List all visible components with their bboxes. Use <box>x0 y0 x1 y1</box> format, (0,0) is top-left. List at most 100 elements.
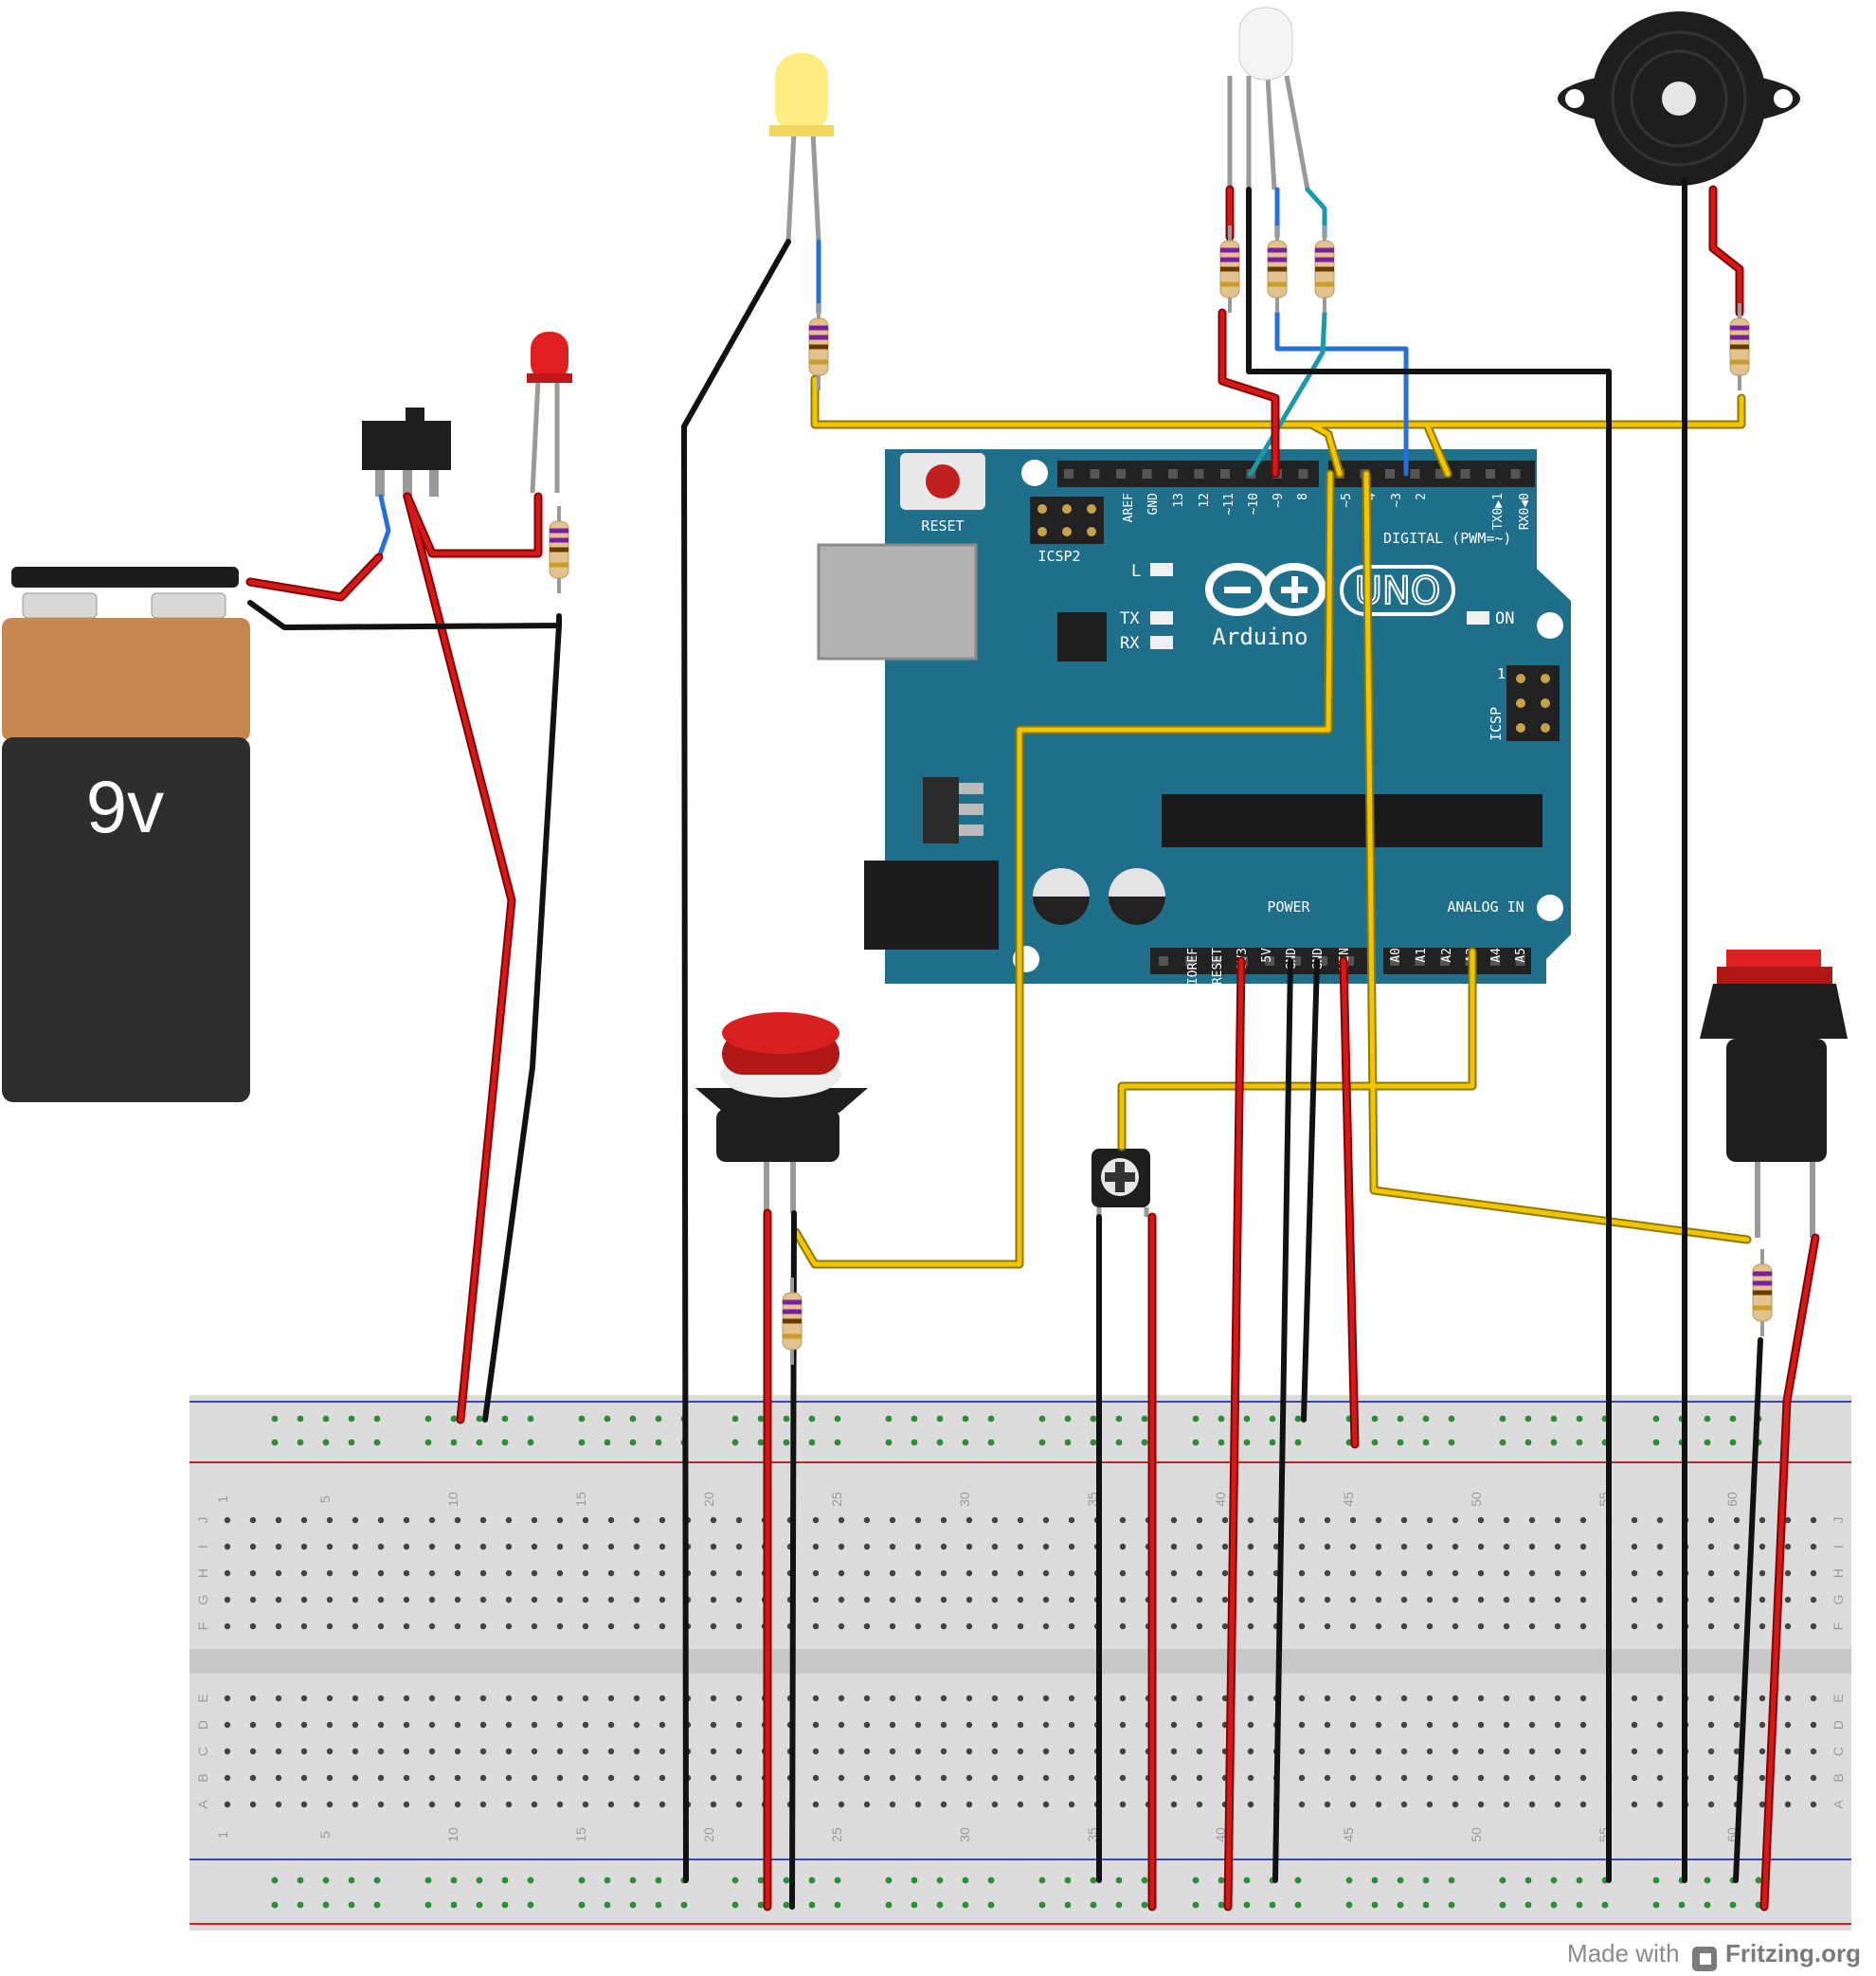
reset-label: RESET <box>921 517 964 535</box>
breadboard-hole <box>505 1695 513 1702</box>
rail-hole <box>783 1415 790 1423</box>
breadboard-hole <box>428 1543 436 1550</box>
arduino-infinity-logo <box>1205 563 1326 616</box>
rail-hole <box>885 1876 893 1884</box>
header-pin <box>1298 469 1308 479</box>
breadboard-hole <box>1733 1622 1741 1630</box>
breadboard-hole <box>1528 1596 1536 1604</box>
breadboard-hole <box>1554 1622 1561 1630</box>
breadboard-hole <box>352 1516 359 1524</box>
breadboard-hole <box>582 1801 589 1808</box>
breadboard-hole <box>838 1622 845 1630</box>
rail-hole <box>348 1415 355 1423</box>
breadboard-row-letter: I <box>1831 1545 1846 1549</box>
rail-hole <box>1704 1439 1711 1446</box>
breadboard-hole <box>1759 1622 1766 1630</box>
breadboard-hole <box>1477 1622 1485 1630</box>
breadboard-hole <box>275 1774 282 1782</box>
breadboard-hole <box>607 1695 615 1702</box>
breadboard-hole <box>249 1543 257 1550</box>
breadboard-hole <box>1068 1721 1075 1729</box>
header-pin <box>1159 956 1168 966</box>
rail-hole <box>757 1901 765 1909</box>
rail-hole <box>476 1439 483 1446</box>
breadboard-hole <box>1324 1596 1331 1604</box>
breadboard-hole <box>1196 1721 1203 1729</box>
breadboard-hole <box>300 1721 308 1729</box>
wires <box>245 177 1820 1912</box>
breadboard-hole <box>633 1801 640 1808</box>
breadboard-hole <box>1375 1774 1382 1782</box>
breadboard-hole <box>889 1543 896 1550</box>
breadboard-hole <box>326 1516 334 1524</box>
rail-hole <box>936 1439 944 1446</box>
rail-hole <box>1704 1876 1711 1884</box>
rail-hole <box>527 1439 534 1446</box>
rail-hole <box>1192 1876 1200 1884</box>
breadboard-hole <box>1017 1569 1024 1577</box>
breadboard-hole <box>607 1721 615 1729</box>
rail-hole <box>1269 1439 1276 1446</box>
rail-hole <box>1371 1415 1379 1423</box>
breadboard-hole <box>1042 1516 1050 1524</box>
breadboard-row-letter: J <box>195 1517 210 1524</box>
breadboard-hole <box>838 1774 845 1782</box>
breadboard-hole <box>607 1622 615 1630</box>
breadboard-hole <box>1733 1569 1741 1577</box>
breadboard-hole <box>710 1695 717 1702</box>
breadboard-hole <box>940 1543 947 1550</box>
breadboard-hole <box>991 1596 999 1604</box>
breadboard-hole <box>1759 1721 1766 1729</box>
breadboard-hole <box>352 1721 359 1729</box>
breadboard-hole <box>352 1774 359 1782</box>
breadboard-hole <box>991 1695 999 1702</box>
resistor <box>1314 226 1335 313</box>
header-pin <box>1460 469 1470 479</box>
breadboard-hole <box>582 1596 589 1604</box>
breadboard-column-number: 60 <box>1724 1492 1740 1507</box>
breadboard-hole <box>965 1622 973 1630</box>
breadboard-hole <box>1247 1596 1254 1604</box>
breadboard-hole <box>838 1748 845 1755</box>
rail-hole <box>1038 1415 1046 1423</box>
breadboard-hole <box>352 1596 359 1604</box>
rail-hole <box>1218 1901 1225 1909</box>
breadboard-hole <box>1298 1569 1306 1577</box>
breadboard-hole <box>1554 1516 1561 1524</box>
rail-hole <box>1448 1901 1455 1909</box>
breadboard-hole <box>1349 1748 1357 1755</box>
rail-hole <box>1448 1439 1455 1446</box>
breadboard-hole <box>633 1721 640 1729</box>
breadboard-hole <box>1324 1569 1331 1577</box>
breadboard-hole <box>1452 1543 1459 1550</box>
rail-hole <box>911 1439 918 1446</box>
battery-label: 9v <box>86 765 164 848</box>
breadboard-hole <box>838 1596 845 1604</box>
breadboard-hole <box>710 1543 717 1550</box>
breadboard-hole <box>1375 1596 1382 1604</box>
rail-hole <box>424 1876 432 1884</box>
breadboard-hole <box>1733 1695 1741 1702</box>
breadboard-hole <box>914 1721 922 1729</box>
breadboard-hole <box>1477 1801 1485 1808</box>
breadboard-hole <box>1554 1543 1561 1550</box>
breadboard-hole <box>582 1774 589 1782</box>
breadboard-hole <box>1707 1543 1715 1550</box>
breadboard-hole <box>1349 1516 1357 1524</box>
rail-hole <box>1576 1415 1583 1423</box>
rail-hole <box>1499 1415 1506 1423</box>
rail-hole <box>962 1876 969 1884</box>
rail-hole <box>424 1415 432 1423</box>
breadboard-hole <box>710 1596 717 1604</box>
header-pin <box>1265 956 1274 966</box>
rail-hole <box>834 1876 841 1884</box>
breadboard-hole <box>991 1516 999 1524</box>
header-pin <box>1435 469 1445 479</box>
breadboard-hole <box>1452 1774 1459 1782</box>
breadboard-hole <box>940 1748 947 1755</box>
breadboard-hole <box>1170 1774 1178 1782</box>
breadboard-hole <box>1298 1721 1306 1729</box>
breadboard-hole <box>1324 1801 1331 1808</box>
breadboard-hole <box>914 1516 922 1524</box>
breadboard-hole <box>863 1801 871 1808</box>
